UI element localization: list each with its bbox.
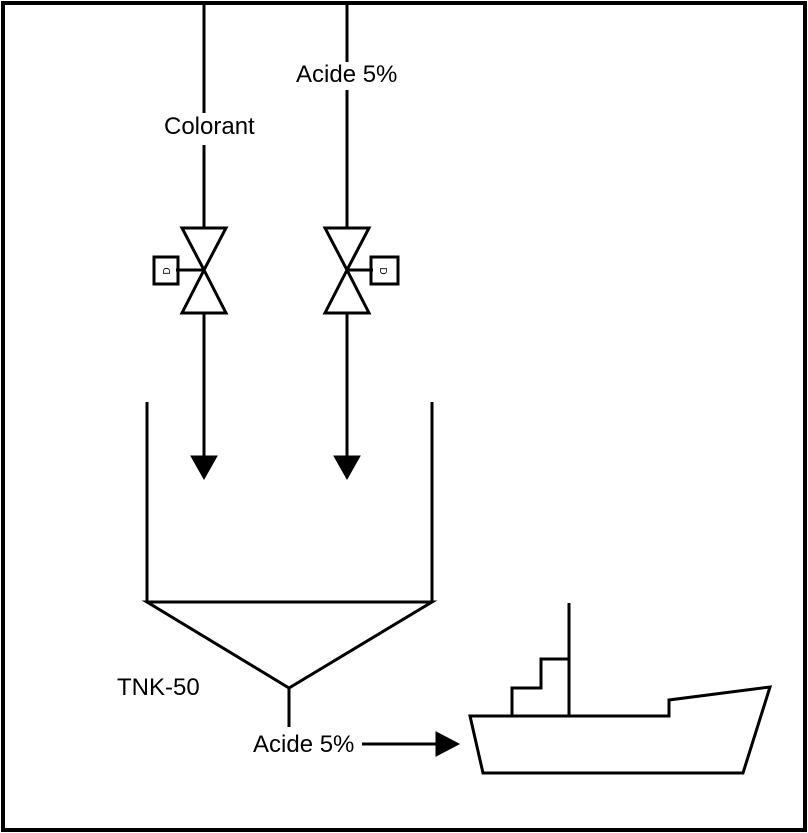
mixing-tank[interactable] [141, 402, 438, 690]
colorant-feed-line [190, 3, 218, 481]
valve-lower-triangle [179, 266, 229, 315]
valve-actuator-letter: D [377, 267, 388, 274]
ship-cabin [510, 657, 569, 716]
colorant-label: Colorant [164, 113, 255, 140]
valve-upper-triangle [322, 226, 372, 274]
valve-upper-triangle [179, 226, 229, 274]
colorant-control-valve[interactable]: D [152, 226, 229, 315]
valve-actuator-box [152, 255, 180, 286]
colorant-arrow-head-icon [190, 455, 218, 481]
tank-cone-bottom [141, 600, 438, 690]
ship-hull [468, 685, 773, 775]
valve-actuator-box [369, 255, 400, 286]
acid-arrow-head-icon [333, 455, 361, 481]
acid-control-valve[interactable]: D [322, 226, 400, 315]
valve-actuator-letter: D [162, 267, 173, 274]
acid-feed-line [333, 3, 361, 481]
ship-icon [468, 603, 773, 775]
outlet-arrow-head-icon [435, 731, 461, 757]
tank-tag-label: TNK-50 [117, 674, 200, 701]
acid-label: Acide 5% [296, 61, 397, 88]
valve-lower-triangle [322, 266, 372, 315]
outlet-label: Acide 5% [253, 731, 354, 758]
outlet-line [287, 688, 461, 757]
